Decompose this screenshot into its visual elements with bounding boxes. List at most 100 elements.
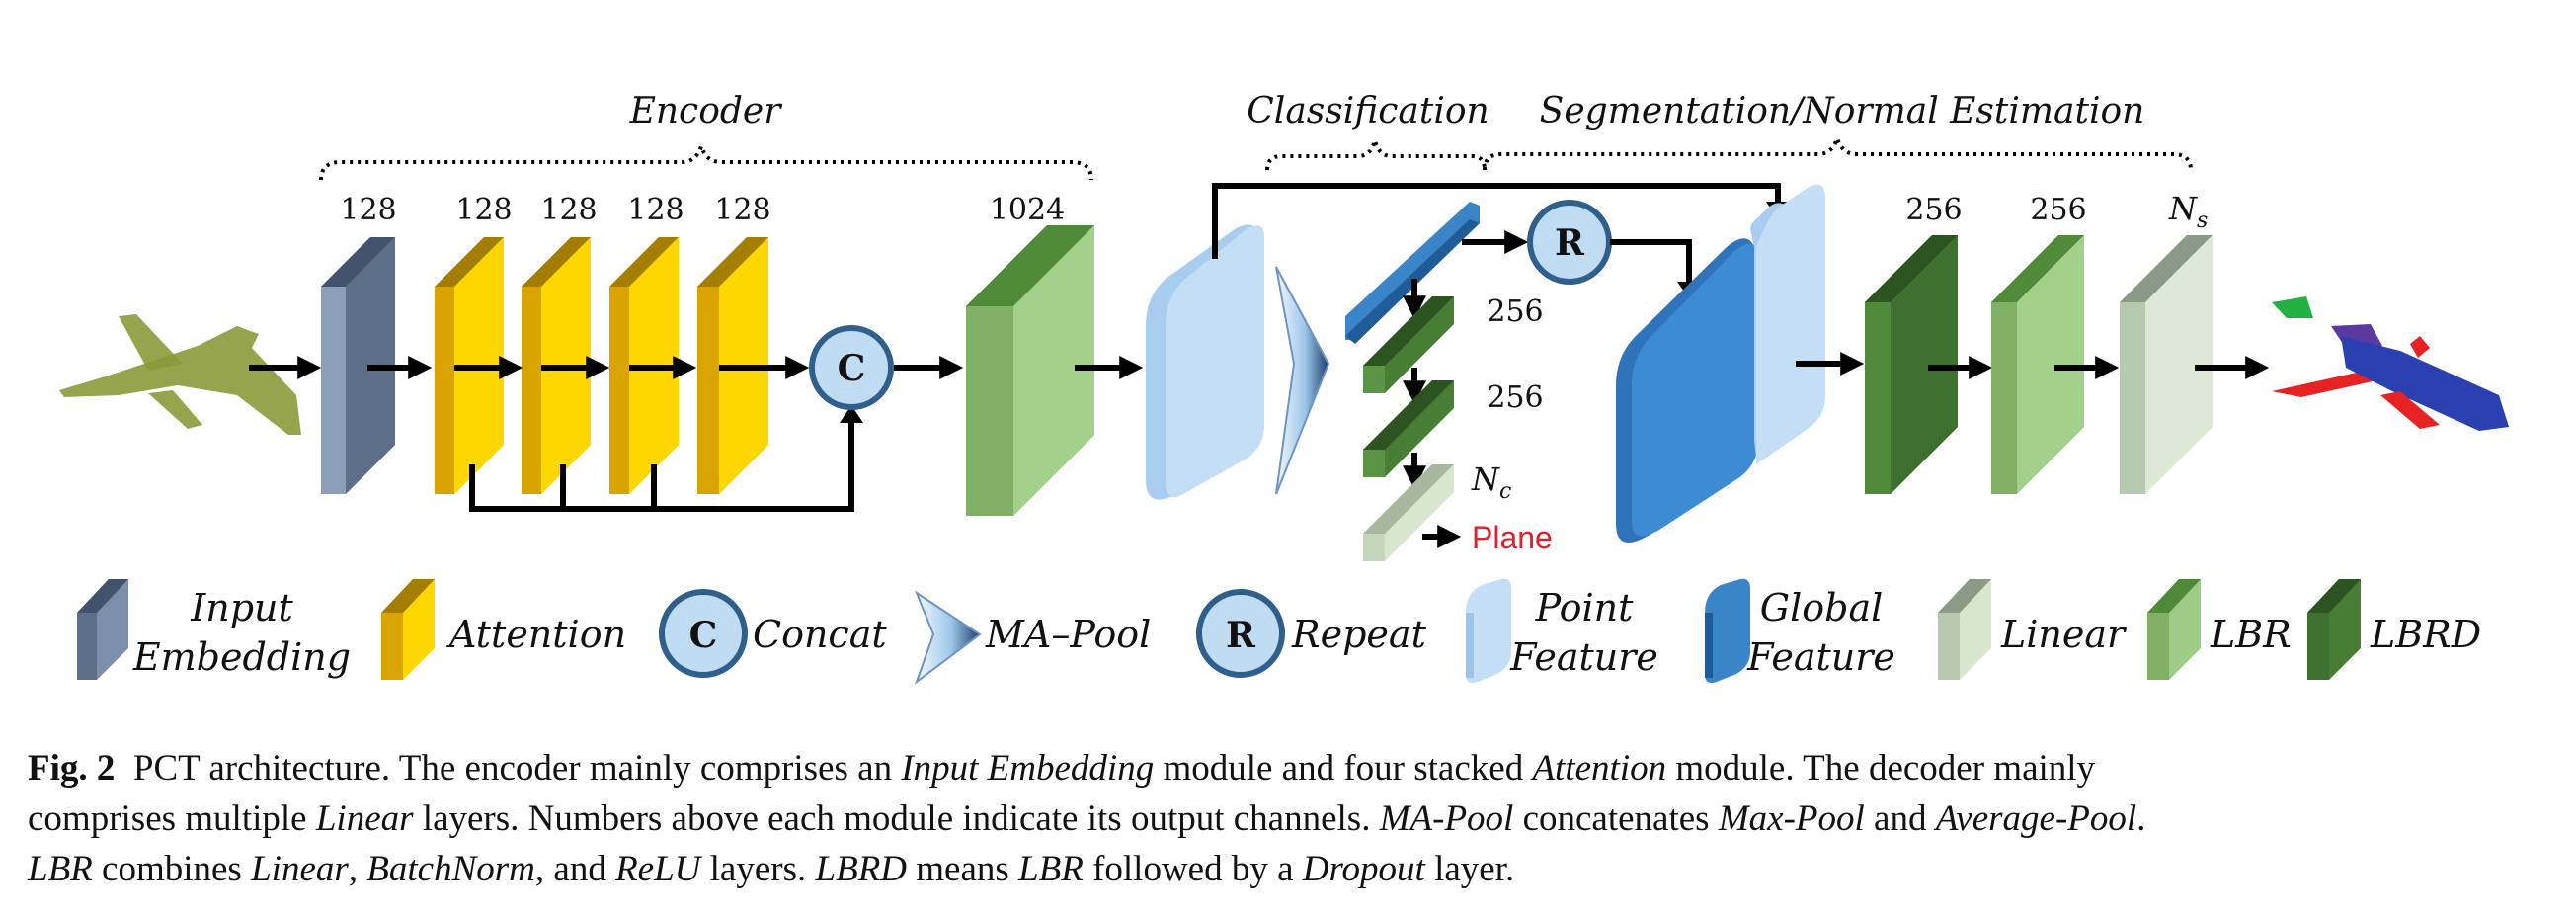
caption-term: Max-Pool	[1718, 798, 1865, 839]
caption-line-3: LBR combines Linear, BatchNorm, and ReLU…	[28, 844, 2556, 894]
output-segmented-point-cloud	[2272, 296, 2509, 431]
seg-lbr-block	[1991, 235, 2084, 494]
cls-lbrd-block-2	[1363, 380, 1454, 477]
caption-text: module and four stacked	[1154, 748, 1533, 789]
seg-global-feature-block	[1616, 238, 1758, 543]
legend-repeat-symbol: R	[1226, 615, 1256, 656]
caption-term: Linear	[251, 849, 349, 889]
legend-attention-label: Attention	[446, 613, 626, 656]
channel-var: N	[1471, 460, 1500, 498]
segmentation-brace	[1483, 131, 2193, 171]
legend-linear-label: Linear	[2000, 613, 2128, 656]
legend-global-feature-swatch	[1705, 578, 1750, 683]
segmentation-label: Segmentation/Normal Estimation	[1540, 91, 2145, 131]
caption-text: means	[907, 849, 1019, 889]
caption-term: LBR	[28, 849, 93, 889]
legend-lbr-swatch	[2147, 579, 2201, 680]
caption-text: comprises multiple	[28, 798, 316, 839]
cls-lbrd-2-channels: 256	[1487, 380, 1543, 415]
lbr-1024-channels: 1024	[990, 193, 1065, 227]
legend-global-feature-line2: Feature	[1746, 635, 1895, 679]
legend-concat-symbol: C	[689, 615, 718, 656]
attention-2-channels: 128	[540, 193, 597, 227]
repeat-symbol: R	[1555, 222, 1585, 264]
point-feature-block	[1146, 224, 1264, 500]
caption-text: and	[1864, 798, 1936, 839]
caption-text: ,	[348, 849, 367, 889]
legend-input-embedding-swatch	[77, 579, 128, 680]
caption-term: Average-Pool	[1935, 798, 2137, 839]
legend-input-embedding-line1: Input	[190, 586, 293, 629]
caption-term: LBR	[1018, 849, 1084, 889]
legend-input-embedding-line2: Embedding	[132, 635, 351, 679]
repeat-node: R	[1527, 200, 1612, 285]
legend: Input Embedding Attention C Concat MA–Po…	[77, 578, 2481, 685]
input-point-cloud	[59, 314, 301, 435]
cls-linear-channels: Nc	[1471, 460, 1511, 504]
cls-linear-sub: c	[1499, 479, 1511, 504]
legend-point-feature-line1: Point	[1535, 586, 1635, 629]
caption-text: layers. Numbers above each module indica…	[413, 798, 1380, 839]
caption-term: MA-Pool	[1379, 798, 1514, 839]
legend-lbrd-swatch	[2307, 579, 2361, 680]
legend-point-feature-swatch	[1466, 578, 1511, 683]
concat-symbol: C	[838, 348, 866, 389]
legend-linear-swatch	[1938, 579, 1991, 680]
cls-linear-block	[1363, 464, 1454, 561]
pct-architecture-diagram: Encoder Classification Segmentation/Norm…	[59, 91, 2509, 685]
caption-text: combines	[92, 849, 252, 889]
caption-text: .	[2136, 798, 2146, 839]
caption-term: LBRD	[815, 849, 908, 889]
attention-4-channels: 128	[714, 193, 770, 227]
caption-term: BatchNorm	[366, 849, 535, 889]
attention-3-channels: 128	[627, 193, 684, 227]
encoder-brace	[319, 139, 1093, 181]
cls-lbrd-1-channels: 256	[1487, 294, 1543, 329]
encoder-label: Encoder	[629, 91, 783, 131]
concat-skip-connections	[469, 420, 854, 512]
seg-linear-sub: s	[2197, 209, 2208, 233]
lbr-1024-block	[966, 225, 1094, 516]
caption-line-1: Fig. 2 PCT architecture. The encoder mai…	[28, 743, 2556, 794]
legend-repeat-swatch: R	[1196, 589, 1285, 678]
legend-repeat-label: Repeat	[1291, 613, 1427, 656]
seg-linear-block	[2120, 235, 2213, 494]
caption-text: PCT architecture. The encoder mainly com…	[132, 748, 902, 789]
figure-caption: Fig. 2 PCT architecture. The encoder mai…	[28, 743, 2556, 894]
caption-fig-number: Fig. 2	[28, 748, 116, 789]
legend-point-feature-line2: Feature	[1509, 635, 1658, 679]
caption-text: module. The decoder mainly	[1666, 748, 2096, 789]
seg-lbrd-channels: 256	[1905, 193, 1962, 227]
legend-attention-swatch	[381, 579, 435, 680]
channel-var-seg: N	[2168, 190, 2198, 227]
caption-line-2: comprises multiple Linear layers. Number…	[28, 794, 2556, 844]
legend-concat-label: Concat	[753, 613, 887, 656]
skip-to-segmentation	[1212, 183, 1781, 259]
cls-lbrd-block-1	[1363, 296, 1454, 393]
caption-term: Linear	[315, 798, 414, 839]
seg-point-feature-block	[1750, 184, 1825, 464]
legend-lbrd-label: LBRD	[2370, 613, 2481, 656]
caption-text: concatenates	[1513, 798, 1719, 839]
legend-mapool-label: MA–Pool	[985, 613, 1151, 656]
caption-text: layers.	[700, 849, 816, 889]
input-embedding-channels: 128	[340, 193, 396, 227]
caption-text: , and	[534, 849, 616, 889]
caption-text: layer.	[1424, 849, 1515, 889]
caption-term: ReLU	[615, 849, 701, 889]
caption-term: Dropout	[1302, 849, 1425, 889]
seg-linear-channels: Ns	[2168, 190, 2208, 233]
plane-output-label: Plane	[1472, 520, 1553, 555]
concat-node: C	[809, 325, 894, 410]
caption-text: followed by a	[1083, 849, 1303, 889]
legend-global-feature-line1: Global	[1760, 586, 1884, 629]
classification-label: Classification	[1247, 91, 1489, 131]
legend-lbr-label: LBR	[2210, 613, 2292, 656]
classification-brace	[1265, 139, 1487, 171]
seg-lbr-channels: 256	[2030, 193, 2086, 227]
caption-term: Input Embedding	[901, 748, 1155, 789]
ma-pool-shape	[1275, 266, 1330, 495]
legend-mapool-swatch	[914, 590, 982, 685]
seg-lbrd-block	[1865, 235, 1958, 494]
attention-1-channels: 128	[455, 193, 512, 227]
